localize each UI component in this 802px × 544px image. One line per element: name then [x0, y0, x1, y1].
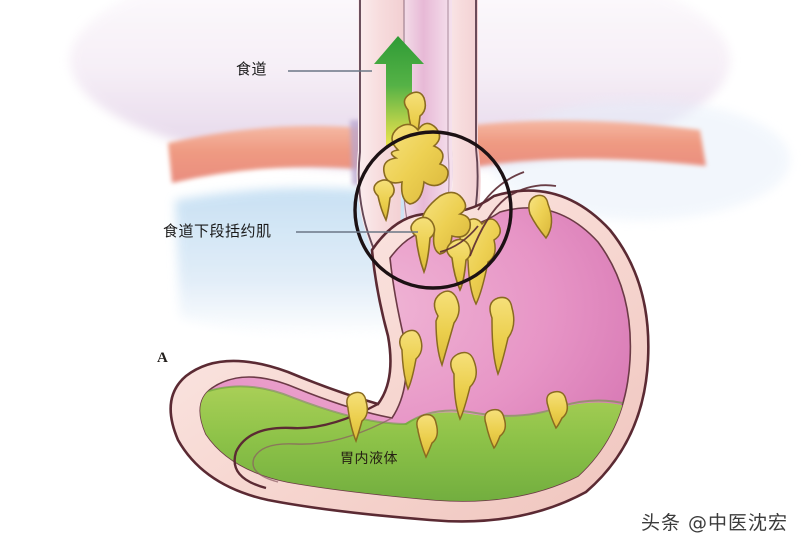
droplet-splash-upper-right	[458, 218, 501, 306]
les-droplet-down-a	[410, 216, 436, 275]
lower-esophageal-sphincter-refluxate	[373, 91, 472, 292]
diaphragm-left	[168, 125, 372, 183]
droplet-low-d	[546, 390, 569, 430]
refluxate-droplets	[346, 194, 569, 459]
droplet-mid-d	[450, 351, 477, 421]
droplet-low-a	[346, 391, 369, 444]
pylorus-inner-curve	[233, 402, 379, 490]
les-highlight-circle	[353, 130, 513, 290]
droplet-low-c	[484, 408, 507, 450]
watermark: 头条 @中医沈宏	[640, 512, 788, 534]
esophagus-outline-left	[357, 0, 377, 255]
droplet-fundus	[528, 194, 553, 240]
label-gastric-fluid: 胃内液体	[340, 451, 398, 467]
droplet-low-b	[416, 413, 439, 459]
les-droplet-left	[373, 179, 395, 223]
les-splash-core	[382, 122, 449, 205]
label-esophagus: 食道	[236, 60, 268, 78]
label-lower-esophageal-sphincter: 食道下段括约肌	[163, 222, 272, 240]
droplet-mid-b	[489, 296, 515, 377]
diaphragm-right	[452, 120, 706, 170]
panel-letter: A	[157, 350, 169, 366]
droplet-mid-c	[399, 329, 423, 391]
esophagus-wall-right	[440, 0, 481, 256]
pylorus-inner-curve-2	[252, 417, 393, 483]
leader-lines	[288, 70, 418, 233]
droplet-mid-a	[433, 290, 460, 368]
cardia-folds	[439, 171, 557, 257]
